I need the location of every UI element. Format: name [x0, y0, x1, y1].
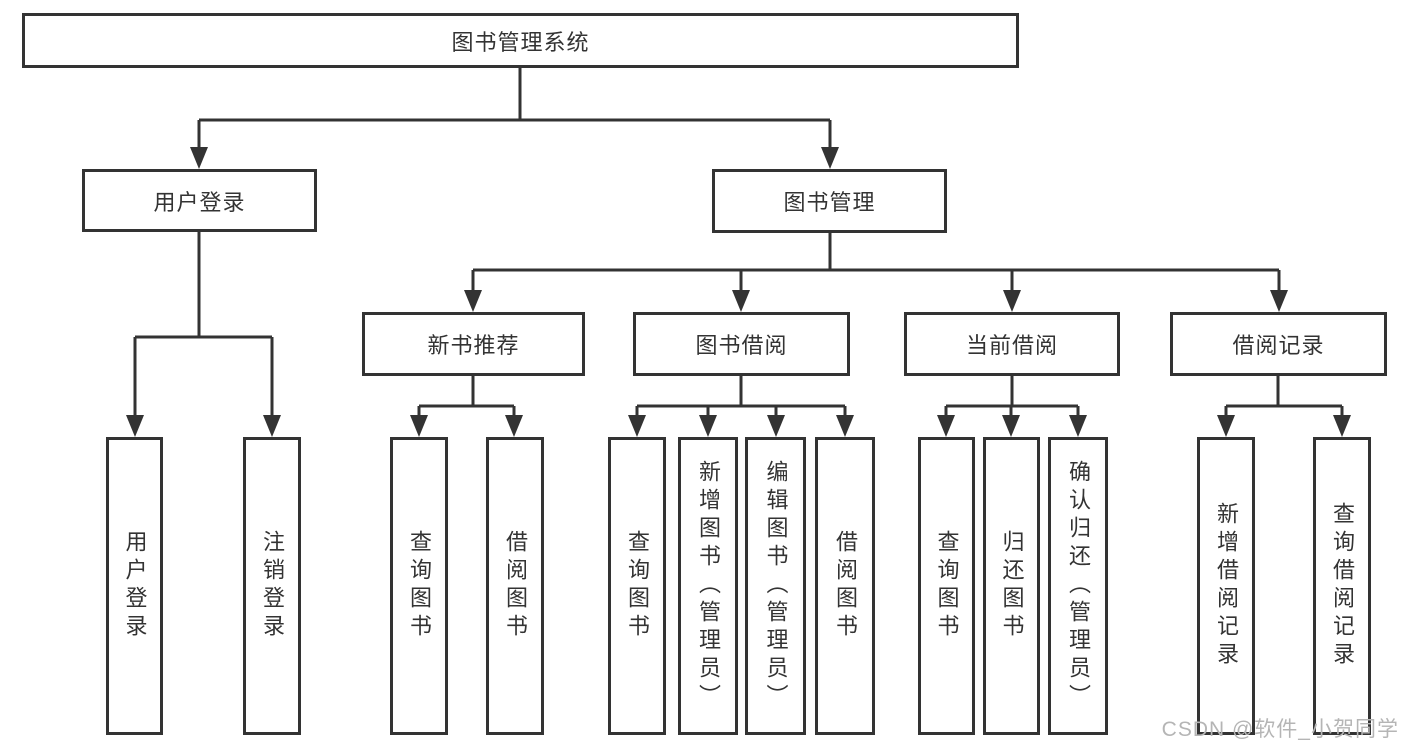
node-current-borrow: 当前借阅 — [904, 312, 1120, 376]
leaf-borrow-edit-books-admin: 编辑图书（管理员） — [745, 437, 806, 735]
leaf-records-add-borrow-record-label: 新增借阅记录 — [1214, 502, 1239, 670]
watermark: CSDN @软件_小贺同学 — [1161, 718, 1399, 741]
leaf-current-query-books-label: 查询图书 — [934, 530, 960, 642]
leaf-user-login: 用户登录 — [106, 437, 163, 735]
node-borrow-records: 借阅记录 — [1170, 312, 1387, 376]
leaf-borrow-edit-books-admin-label: 编辑图书（管理员） — [763, 460, 789, 712]
leaf-current-return-books-label: 归还图书 — [999, 530, 1025, 642]
node-book-management: 图书管理 — [712, 169, 947, 233]
node-borrow-records-label: 借阅记录 — [1232, 333, 1325, 358]
arrowheads — [126, 147, 1351, 437]
leaf-borrow-borrow-books: 借阅图书 — [815, 437, 875, 735]
node-new-book-recommend: 新书推荐 — [362, 312, 585, 376]
node-user-login: 用户登录 — [82, 169, 317, 232]
leaf-current-confirm-return-admin: 确认归还（管理员） — [1048, 437, 1108, 735]
leaf-borrow-query-books-label: 查询图书 — [625, 530, 650, 642]
leaf-logout-login: 注销登录 — [243, 437, 301, 735]
leaf-current-return-books: 归还图书 — [983, 437, 1040, 735]
leaf-recommend-borrow-books: 借阅图书 — [486, 437, 544, 735]
leaf-recommend-query-books-label: 查询图书 — [407, 530, 432, 642]
node-book-management-label: 图书管理 — [783, 190, 876, 215]
node-current-borrow-label: 当前借阅 — [965, 333, 1058, 358]
leaf-borrow-borrow-books-label: 借阅图书 — [833, 530, 858, 642]
leaf-records-query-borrow-record: 查询借阅记录 — [1313, 437, 1371, 735]
node-library-system-label: 图书管理系统 — [451, 29, 590, 55]
leaf-recommend-borrow-books-label: 借阅图书 — [503, 530, 528, 642]
leaf-recommend-query-books: 查询图书 — [390, 437, 448, 735]
leaf-borrow-add-books-admin: 新增图书（管理员） — [678, 437, 738, 735]
leaf-borrow-query-books: 查询图书 — [608, 437, 666, 735]
leaf-logout-login-label: 注销登录 — [260, 530, 285, 642]
node-library-system: 图书管理系统 — [22, 13, 1019, 68]
leaf-current-confirm-return-admin-label: 确认归还（管理员） — [1066, 460, 1091, 712]
leaf-current-query-books: 查询图书 — [918, 437, 975, 735]
node-new-book-recommend-label: 新书推荐 — [427, 333, 520, 358]
leaf-records-add-borrow-record: 新增借阅记录 — [1197, 437, 1255, 735]
node-book-borrow-label: 图书借阅 — [695, 333, 788, 358]
node-user-login-label: 用户登录 — [153, 189, 246, 215]
leaf-records-query-borrow-record-label: 查询借阅记录 — [1330, 502, 1355, 670]
node-book-borrow: 图书借阅 — [633, 312, 850, 376]
leaf-user-login-label: 用户登录 — [122, 530, 148, 642]
leaf-borrow-add-books-admin-label: 新增图书（管理员） — [696, 460, 721, 712]
